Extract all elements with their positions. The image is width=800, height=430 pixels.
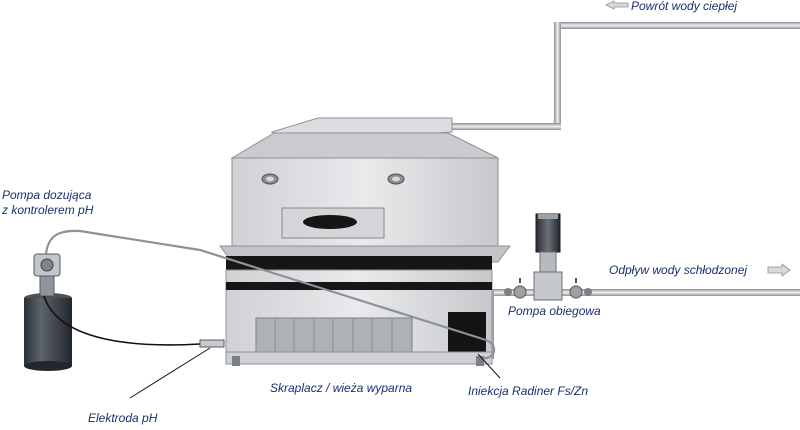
- ph-electrode-cable: [43, 295, 225, 348]
- hot-water-return-pipe: [448, 22, 800, 130]
- condenser-label: Skraplacz / wieża wyparna: [270, 381, 413, 395]
- flow-arrow-left-icon: [605, 0, 629, 10]
- dosing-tank: [24, 253, 72, 371]
- condenser-unit: [219, 117, 511, 366]
- circulation-pump: [504, 213, 592, 301]
- injection-label: Iniekcja Radiner Fs/Zn: [468, 384, 589, 398]
- ph-electrode-label: Elektroda pH: [88, 411, 158, 425]
- cooled-water-outflow-label: Odpływ wody schłodzonej: [609, 263, 748, 277]
- hot-water-return-label: Powrót wody ciepłej: [631, 0, 738, 13]
- dosing-pump-label-line1: Pompa dozująca: [2, 188, 92, 202]
- circulation-pump-label: Pompa obiegowa: [508, 304, 601, 318]
- dosing-pump-label-line2: z kontrolerem pH: [2, 203, 94, 217]
- leader-lines: [129, 347, 501, 399]
- flow-arrow-right-icon: [767, 263, 791, 277]
- dosing-line: [44, 229, 496, 360]
